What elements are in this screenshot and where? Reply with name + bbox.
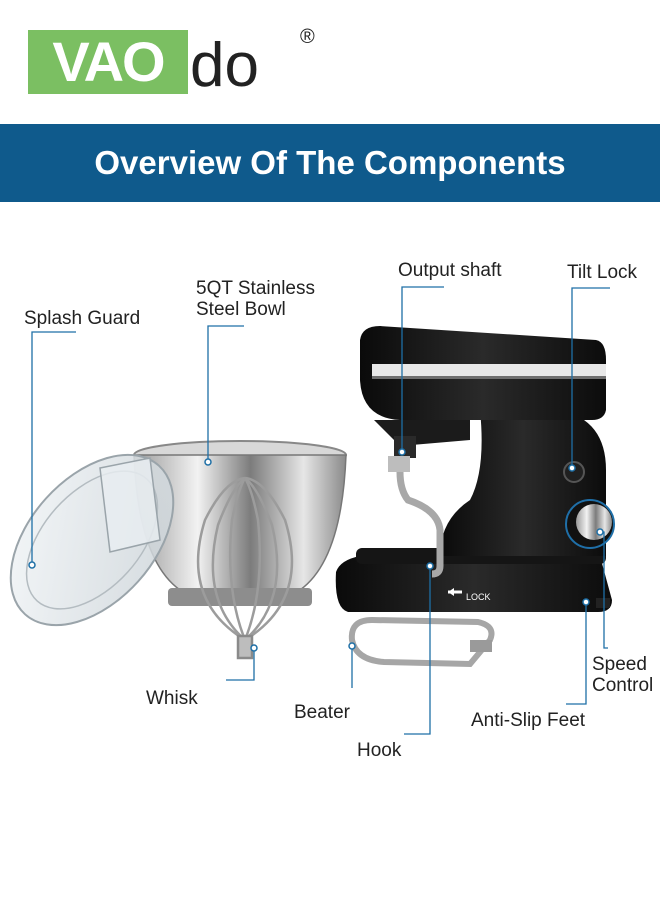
label-hook: Hook <box>357 740 402 761</box>
header-banner: Overview Of The Components <box>0 124 660 202</box>
label-tilt-lock: Tilt Lock <box>567 262 638 283</box>
splash-guard-lid <box>9 453 175 627</box>
label-bowl: 5QT Stainless Steel Bowl <box>196 278 315 320</box>
label-anti-slip-feet: Anti-Slip Feet <box>471 710 586 731</box>
lock-marking-text: LOCK <box>466 592 491 602</box>
brand-logo: VAO do ® <box>28 26 315 101</box>
label-splash-guard: Splash Guard <box>24 308 141 329</box>
callout-lines <box>31 286 610 735</box>
whisk-attachment <box>196 476 294 660</box>
registered-mark: ® <box>300 26 315 48</box>
page-title: Overview Of The Components <box>94 144 566 181</box>
label-beater: Beater <box>294 702 350 723</box>
mixer-body: LOCK <box>335 326 615 612</box>
beater-attachment <box>348 616 495 668</box>
dough-hook-attachment <box>388 456 444 578</box>
callout-dots <box>28 448 604 652</box>
label-speed-control: Speed Control <box>592 654 654 696</box>
logo-text-do: do <box>190 31 259 101</box>
label-whisk: Whisk <box>146 688 198 709</box>
label-output-shaft: Output shaft <box>398 260 502 281</box>
logo-green-box: VAO <box>28 30 188 94</box>
